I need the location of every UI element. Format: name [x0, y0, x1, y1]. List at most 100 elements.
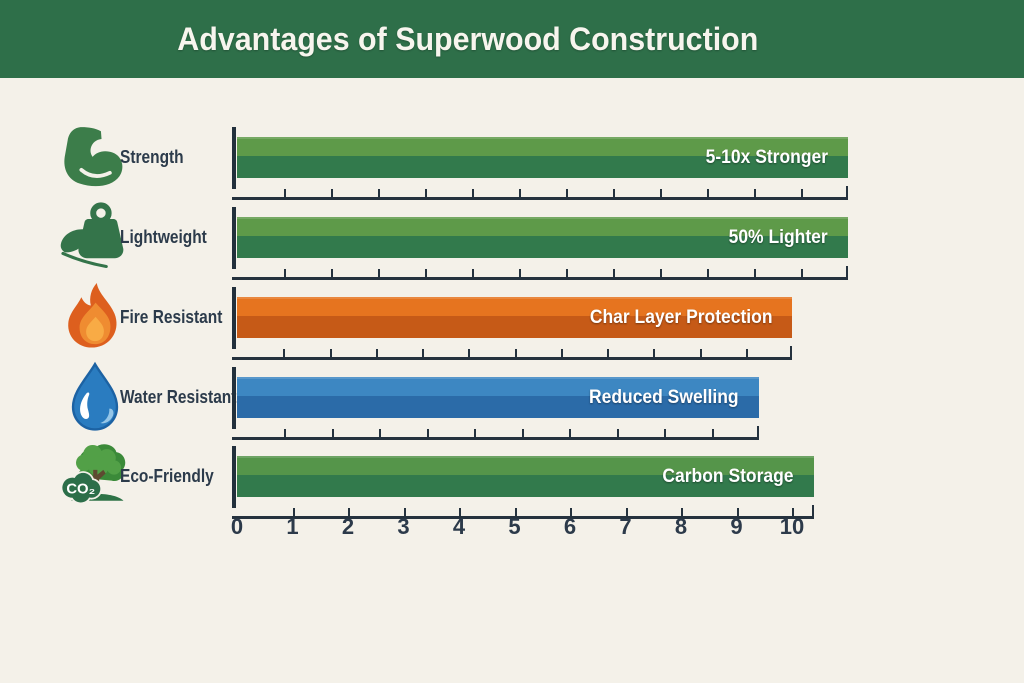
co2-badge-text: CO₂	[66, 482, 95, 498]
bar: Carbon Storage	[237, 456, 814, 497]
bar-value-label: 5-10x Stronger	[705, 147, 828, 168]
axis-tick	[284, 189, 286, 197]
axis-tick	[664, 429, 667, 437]
tree-co2-icon: CO₂	[55, 437, 135, 517]
chart-row: Strength 5-10x Stronger	[0, 127, 1024, 227]
row-axis-line	[232, 185, 848, 200]
axis-tick	[660, 269, 662, 277]
axis-tick	[616, 429, 619, 437]
axis-tick	[331, 429, 334, 437]
axis-tick	[375, 349, 378, 357]
x-tick-label: 2	[341, 514, 355, 539]
axis-tick	[560, 349, 563, 357]
bar-value-label: 50% Lighter	[728, 227, 828, 248]
axis-tick	[521, 429, 524, 437]
axis-tick	[378, 189, 380, 197]
axis-tick	[283, 349, 286, 357]
axis-tick	[845, 266, 848, 277]
x-tick-label: 10	[779, 514, 805, 539]
y-axis-line	[232, 287, 236, 349]
row-axis-line	[232, 345, 792, 360]
axis-tick	[514, 349, 517, 357]
axis-tick	[801, 189, 803, 197]
axis-tick	[331, 269, 333, 277]
row-label: Eco-Friendly	[120, 466, 214, 486]
chart-row: Water Resistant Reduced Swelling	[0, 361, 1024, 467]
axis-tick	[566, 189, 568, 197]
axis-tick	[519, 189, 521, 197]
water-drop-icon-svg	[71, 361, 119, 431]
axis-tick	[754, 269, 756, 277]
y-axis-line	[232, 207, 236, 269]
axis-tick	[845, 186, 848, 197]
axis-tick	[707, 189, 709, 197]
axis-tick	[472, 269, 474, 277]
axis-tick	[789, 346, 792, 357]
axis-tick	[514, 508, 517, 516]
water-drop-icon	[55, 358, 135, 438]
axis-tick	[329, 349, 332, 357]
bar: 50% Lighter	[237, 217, 848, 258]
axis-tick	[331, 189, 333, 197]
axis-tick	[711, 429, 714, 437]
x-tick-label: 4	[452, 514, 466, 539]
axis-tick	[459, 508, 461, 516]
chart-row: Lightweight 50% Lighter	[0, 202, 1024, 307]
axis-tick	[284, 269, 286, 277]
row-label: Lightweight	[120, 227, 207, 247]
bicep-icon-svg	[64, 127, 123, 187]
axis-tick	[474, 429, 477, 437]
axis-tick	[569, 429, 572, 437]
axis-tick	[681, 508, 683, 516]
axis-tick	[660, 189, 662, 197]
axis-tick	[472, 189, 474, 197]
axis-tick	[699, 349, 702, 357]
axis-tick	[754, 189, 756, 197]
y-axis-line	[232, 127, 236, 189]
axis-tick	[653, 349, 656, 357]
bar: Char Layer Protection	[237, 297, 792, 338]
weight-feather-icon-svg	[60, 202, 124, 269]
x-tick-label: 5	[508, 514, 521, 539]
axis-tick	[801, 269, 803, 277]
axis-tick	[468, 349, 471, 357]
flame-icon	[55, 278, 135, 358]
axis-tick	[811, 505, 814, 516]
x-tick-label: 8	[674, 514, 688, 539]
chart-row: Fire Resistant Char Layer Protection	[0, 282, 1024, 387]
tree-co2-icon-svg: CO₂	[60, 444, 126, 505]
bar: 5-10x Stronger	[237, 137, 848, 178]
axis-tick	[425, 189, 427, 197]
axis-tick	[348, 508, 350, 516]
axis-tick	[792, 508, 794, 516]
axis-tick	[756, 426, 759, 437]
y-axis-line	[232, 446, 236, 508]
axis-tick	[607, 349, 609, 357]
axis-tick	[613, 189, 615, 197]
axis-tick	[613, 269, 615, 277]
axis-tick	[570, 508, 572, 516]
header-banner: Advantages of Superwood Construction	[0, 0, 1024, 78]
row-label: Fire Resistant	[120, 307, 223, 327]
axis-tick	[736, 508, 739, 516]
axis-tick	[422, 349, 424, 357]
axis-tick	[519, 269, 521, 277]
axis-tick	[425, 269, 427, 277]
row-axis-line	[232, 265, 848, 280]
axis-tick	[379, 429, 382, 437]
bar: Reduced Swelling	[237, 377, 759, 418]
axis-tick	[378, 269, 380, 277]
axis-tick	[745, 349, 748, 357]
weight-feather-icon	[55, 198, 135, 278]
row-axis-line	[232, 425, 759, 440]
chart-row: CO₂ Eco-Friendly Carbon Storage	[0, 444, 1024, 546]
x-tick-label: 6	[563, 514, 577, 539]
axis-tick	[566, 269, 568, 277]
x-tick-label: 7	[619, 514, 632, 539]
page-title: Advantages of Superwood Construction	[176, 20, 758, 57]
flame-icon-svg	[68, 282, 117, 348]
x-tick-label: 3	[397, 514, 410, 539]
bar-value-label: Char Layer Protection	[589, 307, 772, 328]
